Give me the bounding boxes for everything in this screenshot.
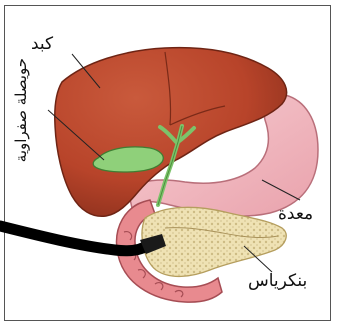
gallbladder-label: حويصلة صفراوية bbox=[14, 58, 29, 162]
liver-label: كبد bbox=[31, 36, 53, 53]
pancreas-label: بنكرياس bbox=[248, 273, 307, 290]
stomach-label: معدة bbox=[278, 206, 313, 223]
